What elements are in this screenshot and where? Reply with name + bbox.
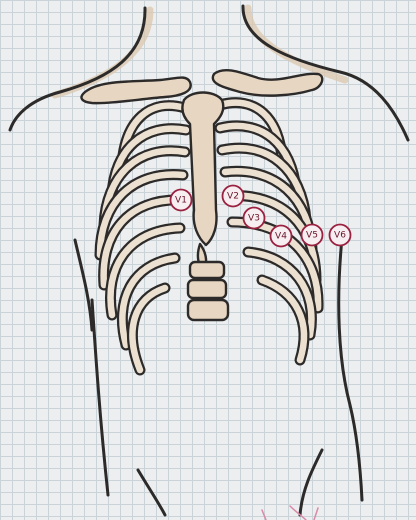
electrode-label: V5 (306, 231, 318, 241)
electrode-v1: V1 (171, 190, 192, 211)
electrode-label: V4 (275, 232, 287, 242)
electrode-label: V2 (227, 192, 239, 202)
vertebra (188, 300, 228, 320)
right-clavicle (213, 70, 322, 95)
left-flank-line (92, 300, 108, 495)
vertebra (188, 280, 226, 298)
electrode-v5: V5 (302, 225, 323, 246)
sternum-body (182, 93, 223, 246)
left-shoulder-line (10, 8, 145, 130)
electrode-label: V6 (334, 231, 346, 241)
sternum (182, 93, 223, 271)
electrode-v2: V2 (223, 186, 244, 207)
electrode-v3: V3 (244, 208, 265, 229)
electrode-v6: V6 (330, 225, 351, 246)
electrode-label: V3 (248, 214, 260, 224)
electrode-v4: V4 (271, 226, 292, 247)
left-arm-line (75, 240, 92, 330)
rib-cage-left (100, 106, 186, 370)
right-hip-line (300, 450, 322, 515)
electrode-label: V1 (175, 196, 187, 206)
left-hip-line (138, 470, 165, 515)
spine (188, 262, 228, 320)
pink-marker-scribbles (262, 506, 318, 520)
vertebra (190, 262, 224, 278)
torso-outline (10, 6, 408, 515)
right-flank-line (339, 238, 362, 500)
